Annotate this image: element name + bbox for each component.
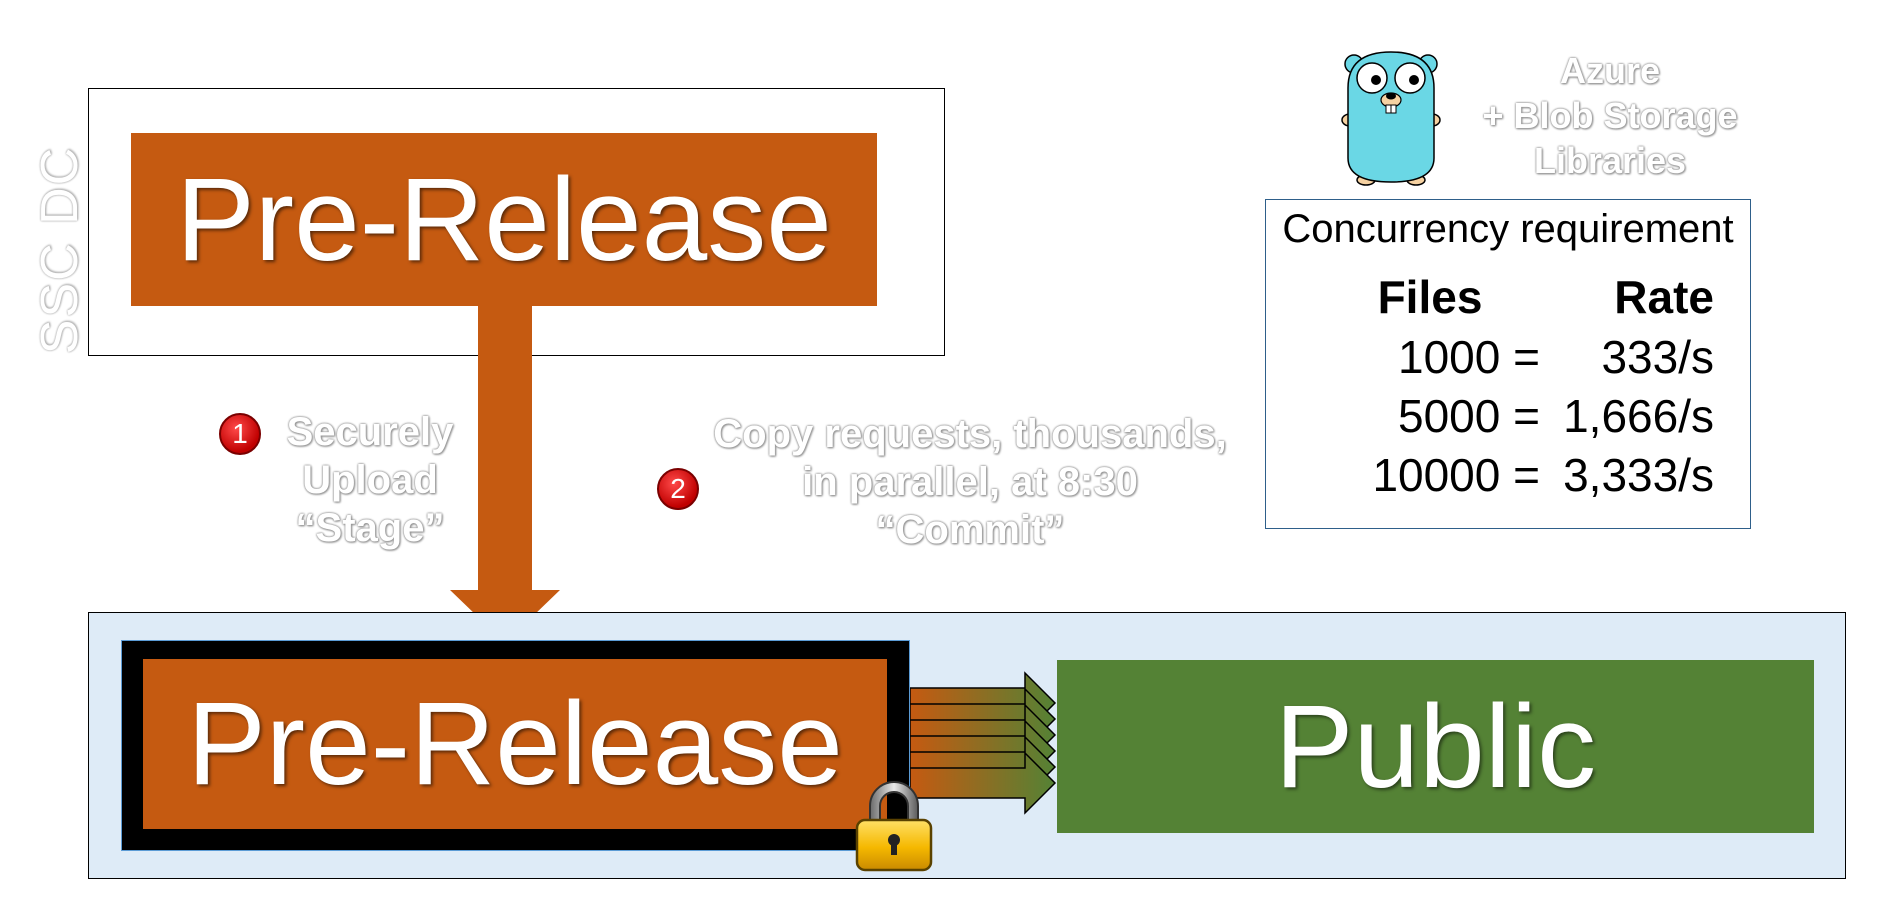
table-row-rate: 333/s [1601,331,1714,383]
table-row-rate: 1,666/s [1563,390,1714,442]
step-1-description: Securely Upload “Stage” [286,410,454,550]
gopher-icon [1341,51,1441,186]
public-container-label: Public [1274,680,1597,813]
concurrency-title: Concurrency requirement [1282,207,1734,251]
parallel-copy-arrows [910,671,1057,815]
lock-icon [855,781,933,872]
table-row-files: 10000 = [1372,449,1540,501]
pre-release-container: Pre-Release [143,659,887,829]
pre-release-source-label: Pre-Release [176,153,832,286]
step-2-badge: 2 [657,468,699,510]
upload-arrow [450,305,560,643]
pre-release-source-box: Pre-Release [131,133,877,306]
library-caption: Azure + Blob Storage Libraries [1482,50,1738,181]
step-2-description: Copy requests, thousands, in parallel, a… [713,412,1227,552]
pre-release-container-label: Pre-Release [187,678,843,810]
datacenter-label: SSC DC [31,145,90,355]
step-1-badge: 1 [219,413,261,455]
concurrency-table [1265,199,1751,529]
public-container: Public [1057,660,1814,833]
table-row-rate: 3,333/s [1563,449,1714,501]
files-column-header: Files [1377,271,1483,323]
table-row-files: 5000 = [1398,390,1540,442]
rate-column-header: Rate [1614,271,1714,323]
table-row-files: 1000 = [1398,331,1540,383]
